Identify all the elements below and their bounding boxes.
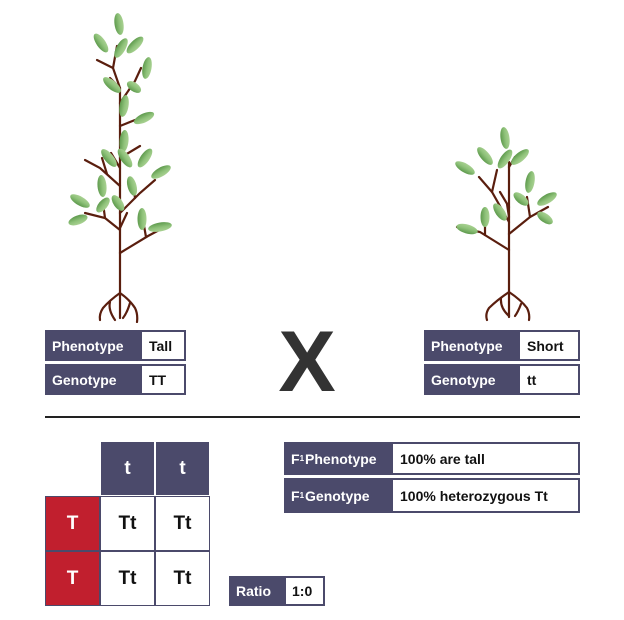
short-phenotype-label: Phenotype (426, 332, 520, 359)
short-genotype-label: Genotype (426, 366, 520, 393)
ratio-label: Ratio (231, 578, 286, 604)
punnett-cell: Tt (100, 496, 155, 551)
tall-phenotype-value: Tall (142, 332, 184, 359)
punnett-cell: Tt (100, 551, 155, 606)
tall-plant-illustration (68, 13, 172, 323)
cross-symbol: X (278, 314, 336, 410)
punnett-cell: Tt (155, 496, 210, 551)
short-genotype-value: tt (520, 366, 578, 393)
punnett-cell: Tt (155, 551, 210, 606)
short-phenotype-value: Short (520, 332, 578, 359)
ratio-value: 1:0 (286, 578, 323, 604)
punnett-col-header: t (155, 441, 210, 496)
tall-genotype-label: Genotype (47, 366, 142, 393)
f1-phenotype-value: 100% are tall (393, 444, 578, 473)
tall-genotype-value: TT (142, 366, 184, 393)
short-plant-illustration (455, 127, 557, 322)
f1-phenotype-text: Phenotype (305, 450, 377, 467)
punnett-col-header: t (100, 441, 155, 496)
f1-prefix: F (291, 487, 300, 504)
section-divider (45, 416, 580, 418)
tall-genotype-box: Genotype TT (45, 364, 186, 395)
tall-phenotype-label: Phenotype (47, 332, 142, 359)
f1-subscript: 1 (299, 491, 305, 500)
f1-subscript: 1 (299, 454, 305, 463)
punnett-row-header: T (45, 496, 100, 551)
short-phenotype-box: Phenotype Short (424, 330, 580, 361)
f1-prefix: F (291, 450, 300, 467)
short-genotype-box: Genotype tt (424, 364, 580, 395)
tall-phenotype-box: Phenotype Tall (45, 330, 186, 361)
f1-genotype-value: 100% heterozygous Tt (393, 480, 578, 511)
f1-genotype-text: Genotype (305, 487, 370, 504)
punnett-row-header: T (45, 551, 100, 606)
ratio-box: Ratio 1:0 (229, 576, 325, 606)
